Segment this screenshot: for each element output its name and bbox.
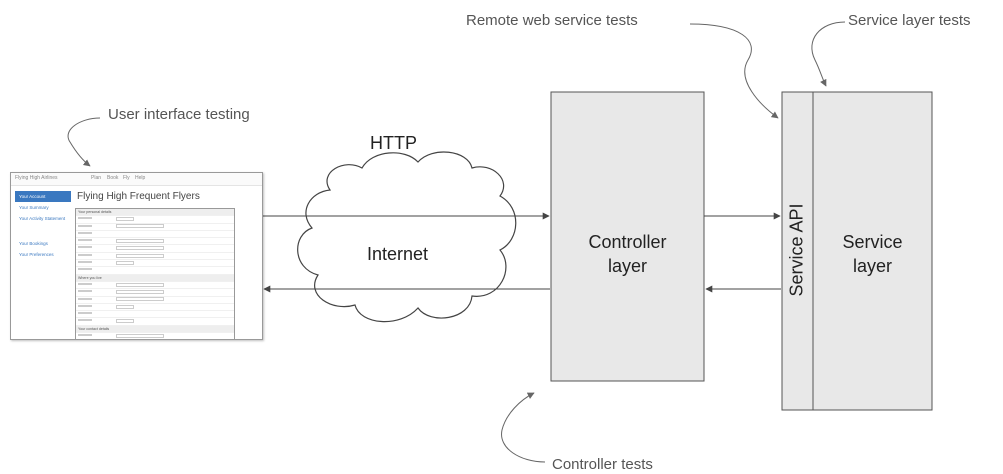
service-layer-line1: Service [842,232,903,252]
screenshot-sidebar-item: Your Preferences [19,252,54,257]
screenshot-menu-book: Book [107,175,119,181]
form-section-header: Your personal details [76,209,234,217]
form-section-header: Where you live [76,274,234,282]
form-row [76,260,234,268]
form-section-header: Your contact details [76,325,234,334]
controller-layer-line2: layer [607,256,647,276]
controller-layer-label: Controller layer [551,230,704,278]
form-row [76,238,234,246]
controller-layer-line1: Controller [588,232,667,252]
ui-screenshot: Flying High Airlines Plan Book Fly Help … [10,172,263,340]
user-interface-testing-label: User interface testing [108,106,250,123]
internet-cloud [297,151,517,323]
form-row [76,289,234,297]
screenshot-menu-fly: Fly [123,175,130,181]
screenshot-topbar: Flying High Airlines Plan Book Fly Help [11,173,262,186]
service-layer-line2: layer [852,256,892,276]
internet-label: Internet [367,244,429,264]
screenshot-form: Your personal details Where you live You… [75,208,235,339]
service-layer-box [781,91,933,411]
form-row [76,231,234,239]
screenshot-menu-plan: Plan [91,175,102,181]
form-row [76,216,234,224]
screenshot-app-name: Flying High Airlines [15,175,58,181]
controller-layer-box [550,91,705,382]
screenshot-heading: Flying High Frequent Flyers [77,191,200,202]
controller-tests-callout [501,392,546,463]
screenshot-sidebar-item: Your Summary [19,205,49,210]
screenshot-sidebar-item: Your Account [15,191,71,202]
screenshot-sidebar-item: Your Bookings [19,241,48,246]
screenshot-sidebar-item: Your Activity Statement [19,216,66,221]
ui-testing-callout [67,117,101,167]
form-row [76,282,234,290]
service-layer-label: Service layer [813,230,932,278]
service-layer-tests-label: Service layer tests [848,12,971,29]
controller-tests-label: Controller tests [552,456,653,473]
service-api-label: Service API [786,203,807,297]
form-row [76,311,234,319]
form-row [76,253,234,261]
form-row [76,224,234,231]
form-row [76,304,234,312]
screenshot-sidebar: Your Account Your Summary Your Activity … [15,191,71,260]
service-tests-callout [811,21,846,87]
form-row [76,245,234,253]
screenshot-menu-help: Help [135,175,146,181]
remote-web-service-tests-label: Remote web service tests [466,12,638,29]
form-row [76,267,234,275]
remote-tests-callout [689,23,779,119]
form-row [76,318,234,326]
form-row [76,333,234,339]
form-row [76,297,234,304]
http-label: HTTP [370,133,417,153]
